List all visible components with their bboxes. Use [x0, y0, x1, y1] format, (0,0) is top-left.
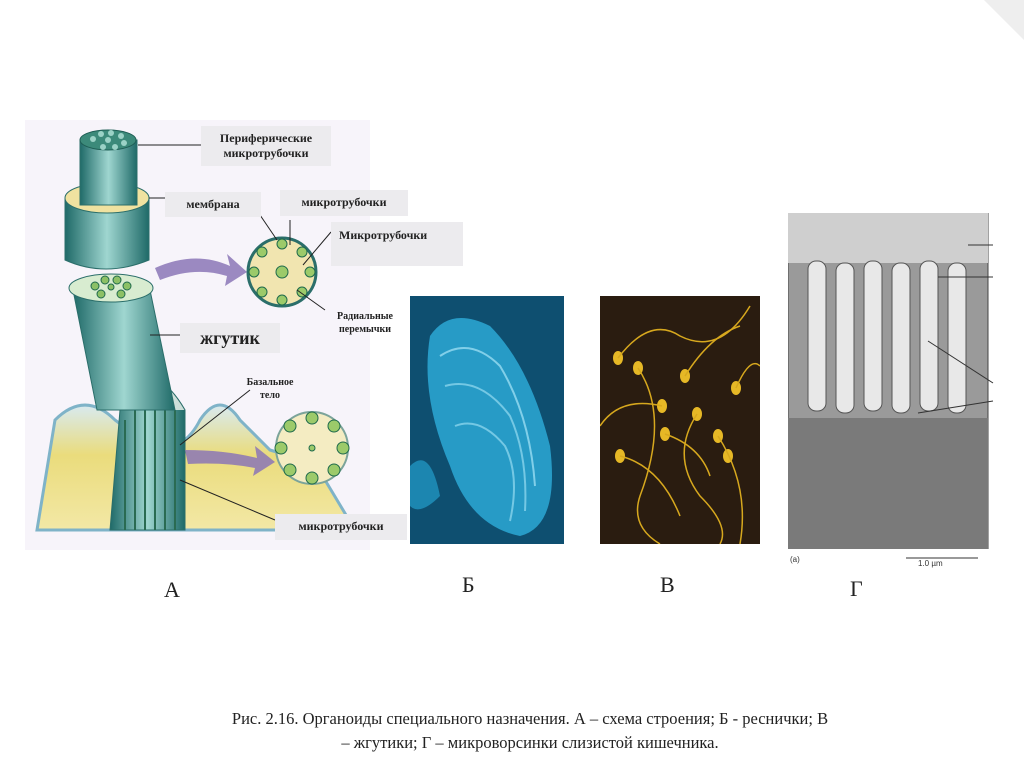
label-microtubules-2: Микротрубочки [331, 222, 463, 266]
cilia-micrograph [410, 296, 564, 544]
microvilli-micrograph: (a) 1.0 µm [788, 213, 998, 573]
slide-corner-fold [984, 0, 1024, 40]
figure-caption: Рис. 2.16. Органоиды специального назнач… [150, 707, 910, 755]
scale-bar-label: 1.0 µm [918, 559, 943, 568]
caption-line-2: – жгутики; Г – микроворсинки слизистой к… [150, 731, 910, 755]
label-microtubules-3: микротрубочки [275, 514, 407, 540]
flagella-micrograph [600, 296, 760, 544]
caption-line-1: Рис. 2.16. Органоиды специального назнач… [150, 707, 910, 731]
cilia-image [410, 296, 564, 544]
panel-letter-a: А [164, 577, 180, 603]
label-peripheral-microtubules: Периферические микротрубочки [201, 126, 331, 166]
label-membrane: мембрана [165, 192, 261, 217]
panel-letter-g: Г [850, 576, 863, 602]
panel-letter-v: В [660, 572, 675, 598]
flagella-image [600, 296, 760, 544]
panel-letter-b: Б [462, 572, 475, 598]
label-flagellum: жгутик [180, 323, 280, 353]
microvilli-image [788, 213, 998, 573]
label-radial-spokes: Радиальные перемычки [325, 310, 405, 340]
flagellum-structure-diagram: Периферические микротрубочки мембрана ми… [25, 120, 425, 550]
label-basal-body: Базальное тело [239, 376, 301, 406]
micrograph-tag: (a) [790, 555, 800, 564]
label-microtubules-1: микротрубочки [280, 190, 408, 216]
